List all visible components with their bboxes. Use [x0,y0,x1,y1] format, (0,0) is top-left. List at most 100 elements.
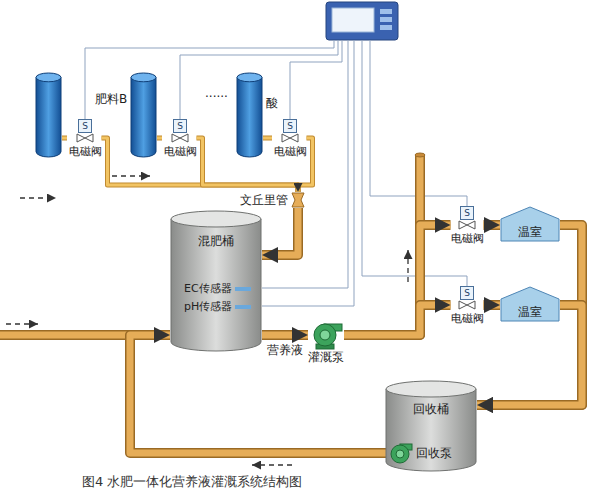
pipe [344,305,451,335]
pipe [477,225,582,405]
pipe [102,138,299,192]
inlet-pipe-outline [0,330,130,340]
control-wire [262,40,354,306]
pipe-connector [102,138,299,192]
venturi-icon [290,192,306,208]
flow-arrow [407,250,408,282]
sensor-bar [235,287,251,291]
control-wire [290,40,342,119]
valve-coil: S [283,119,297,133]
tank-outline [170,210,262,352]
riser-pipe [417,155,424,230]
tank-shell-top [386,381,476,397]
controller-case [326,2,398,40]
pump-icon [389,442,413,464]
sensor-bar [235,305,251,309]
fertilizer-tank-top [36,73,61,82]
node-label: 文丘里管 [240,193,288,207]
controller-button [380,9,392,14]
pipe-connector [477,225,582,405]
edge-label: 营养液 [266,343,304,357]
pipe-outline [262,208,298,255]
fertilizer-tank-top [131,73,156,82]
fertilizer-tank [36,77,61,157]
greenhouse-box: 温室 [500,206,560,242]
pipe-connector [344,305,451,335]
node-label: 电磁阀 [451,312,484,325]
pipe-connector [484,305,501,306]
node-label: 温室 [518,225,542,239]
pipe [262,208,298,255]
pipe-connector [262,335,308,336]
pump-icon [309,320,343,350]
solenoid-valve: S 电磁阀 [274,119,307,158]
fertilizer-tank-top [237,73,262,82]
node-label: 电磁阀 [69,145,102,158]
solenoid-valve: S 电磁阀 [69,119,102,158]
tank-box: 混肥桶 EC传感器 pH传感器 [170,210,262,352]
flow-arrow [20,197,56,198]
flow-arrow [112,175,150,176]
pipe-outline [262,330,308,340]
sensor-box: EC传感器 [184,282,251,295]
node-label: pH传感器 [184,300,232,313]
valve-coil: S [173,119,187,133]
node-label: 电磁阀 [451,232,484,245]
fertilizer-tank [237,77,262,157]
pump-box: 回收泵 [389,442,452,464]
fertilizer-tank [131,77,156,157]
flow-arrow [252,464,292,465]
node-label: EC传感器 [184,282,232,295]
valve-body [76,133,94,143]
greenhouse-box: 温室 [500,286,560,322]
tank-shell [386,389,476,471]
pipe-outline [484,300,501,310]
solenoid-valve: S 电磁阀 [164,119,197,158]
tank-shell [171,219,261,351]
node-label: 电磁阀 [274,145,307,158]
node-label: 混肥桶 [198,234,234,248]
pipe-outline [477,225,582,405]
controller-button [380,17,392,22]
pipe-connector [344,225,451,335]
valve-body [458,220,476,230]
pipe-outline [102,138,299,192]
inlet-pipe [0,332,130,339]
node-label: 温室 [518,305,542,319]
node-label: 电磁阀 [164,145,197,158]
valve-coil: S [78,119,92,133]
flow-arrow [6,323,38,324]
pipe-outline [344,225,451,335]
feed-line [62,137,67,140]
pump-box: 灌溉泵 [308,320,344,364]
solenoid-valve: S 电磁阀 [451,206,484,245]
valve-coil: S [460,206,474,220]
pipe [484,302,501,309]
sensor-box: pH传感器 [184,300,251,313]
feed-line-outline [157,136,162,141]
feed-line-outline [263,136,272,141]
venturi-tube: 文丘里管 [240,192,306,208]
feed-line [263,137,272,140]
node-label: 灌溉泵 [308,350,344,364]
valve-body [281,133,299,143]
pipe-connector [484,225,501,226]
pipe [484,222,501,229]
feed-line-outline [62,136,67,141]
pipe-cap [415,153,425,157]
solenoid-valve: S电磁阀 [451,286,484,325]
tank-box: 回收桶回收泵 [385,380,477,472]
control-wire [85,40,334,119]
control-wire [362,40,467,286]
controller-screen [332,8,374,32]
pipe-connector [130,335,389,453]
valve-body [171,133,189,143]
controller-button [380,25,392,30]
valve-body [458,300,476,310]
pipe-connector [262,208,298,255]
riser-pipe-outline [415,155,425,230]
pipe [344,225,451,335]
part-label: 酸 [266,96,278,110]
